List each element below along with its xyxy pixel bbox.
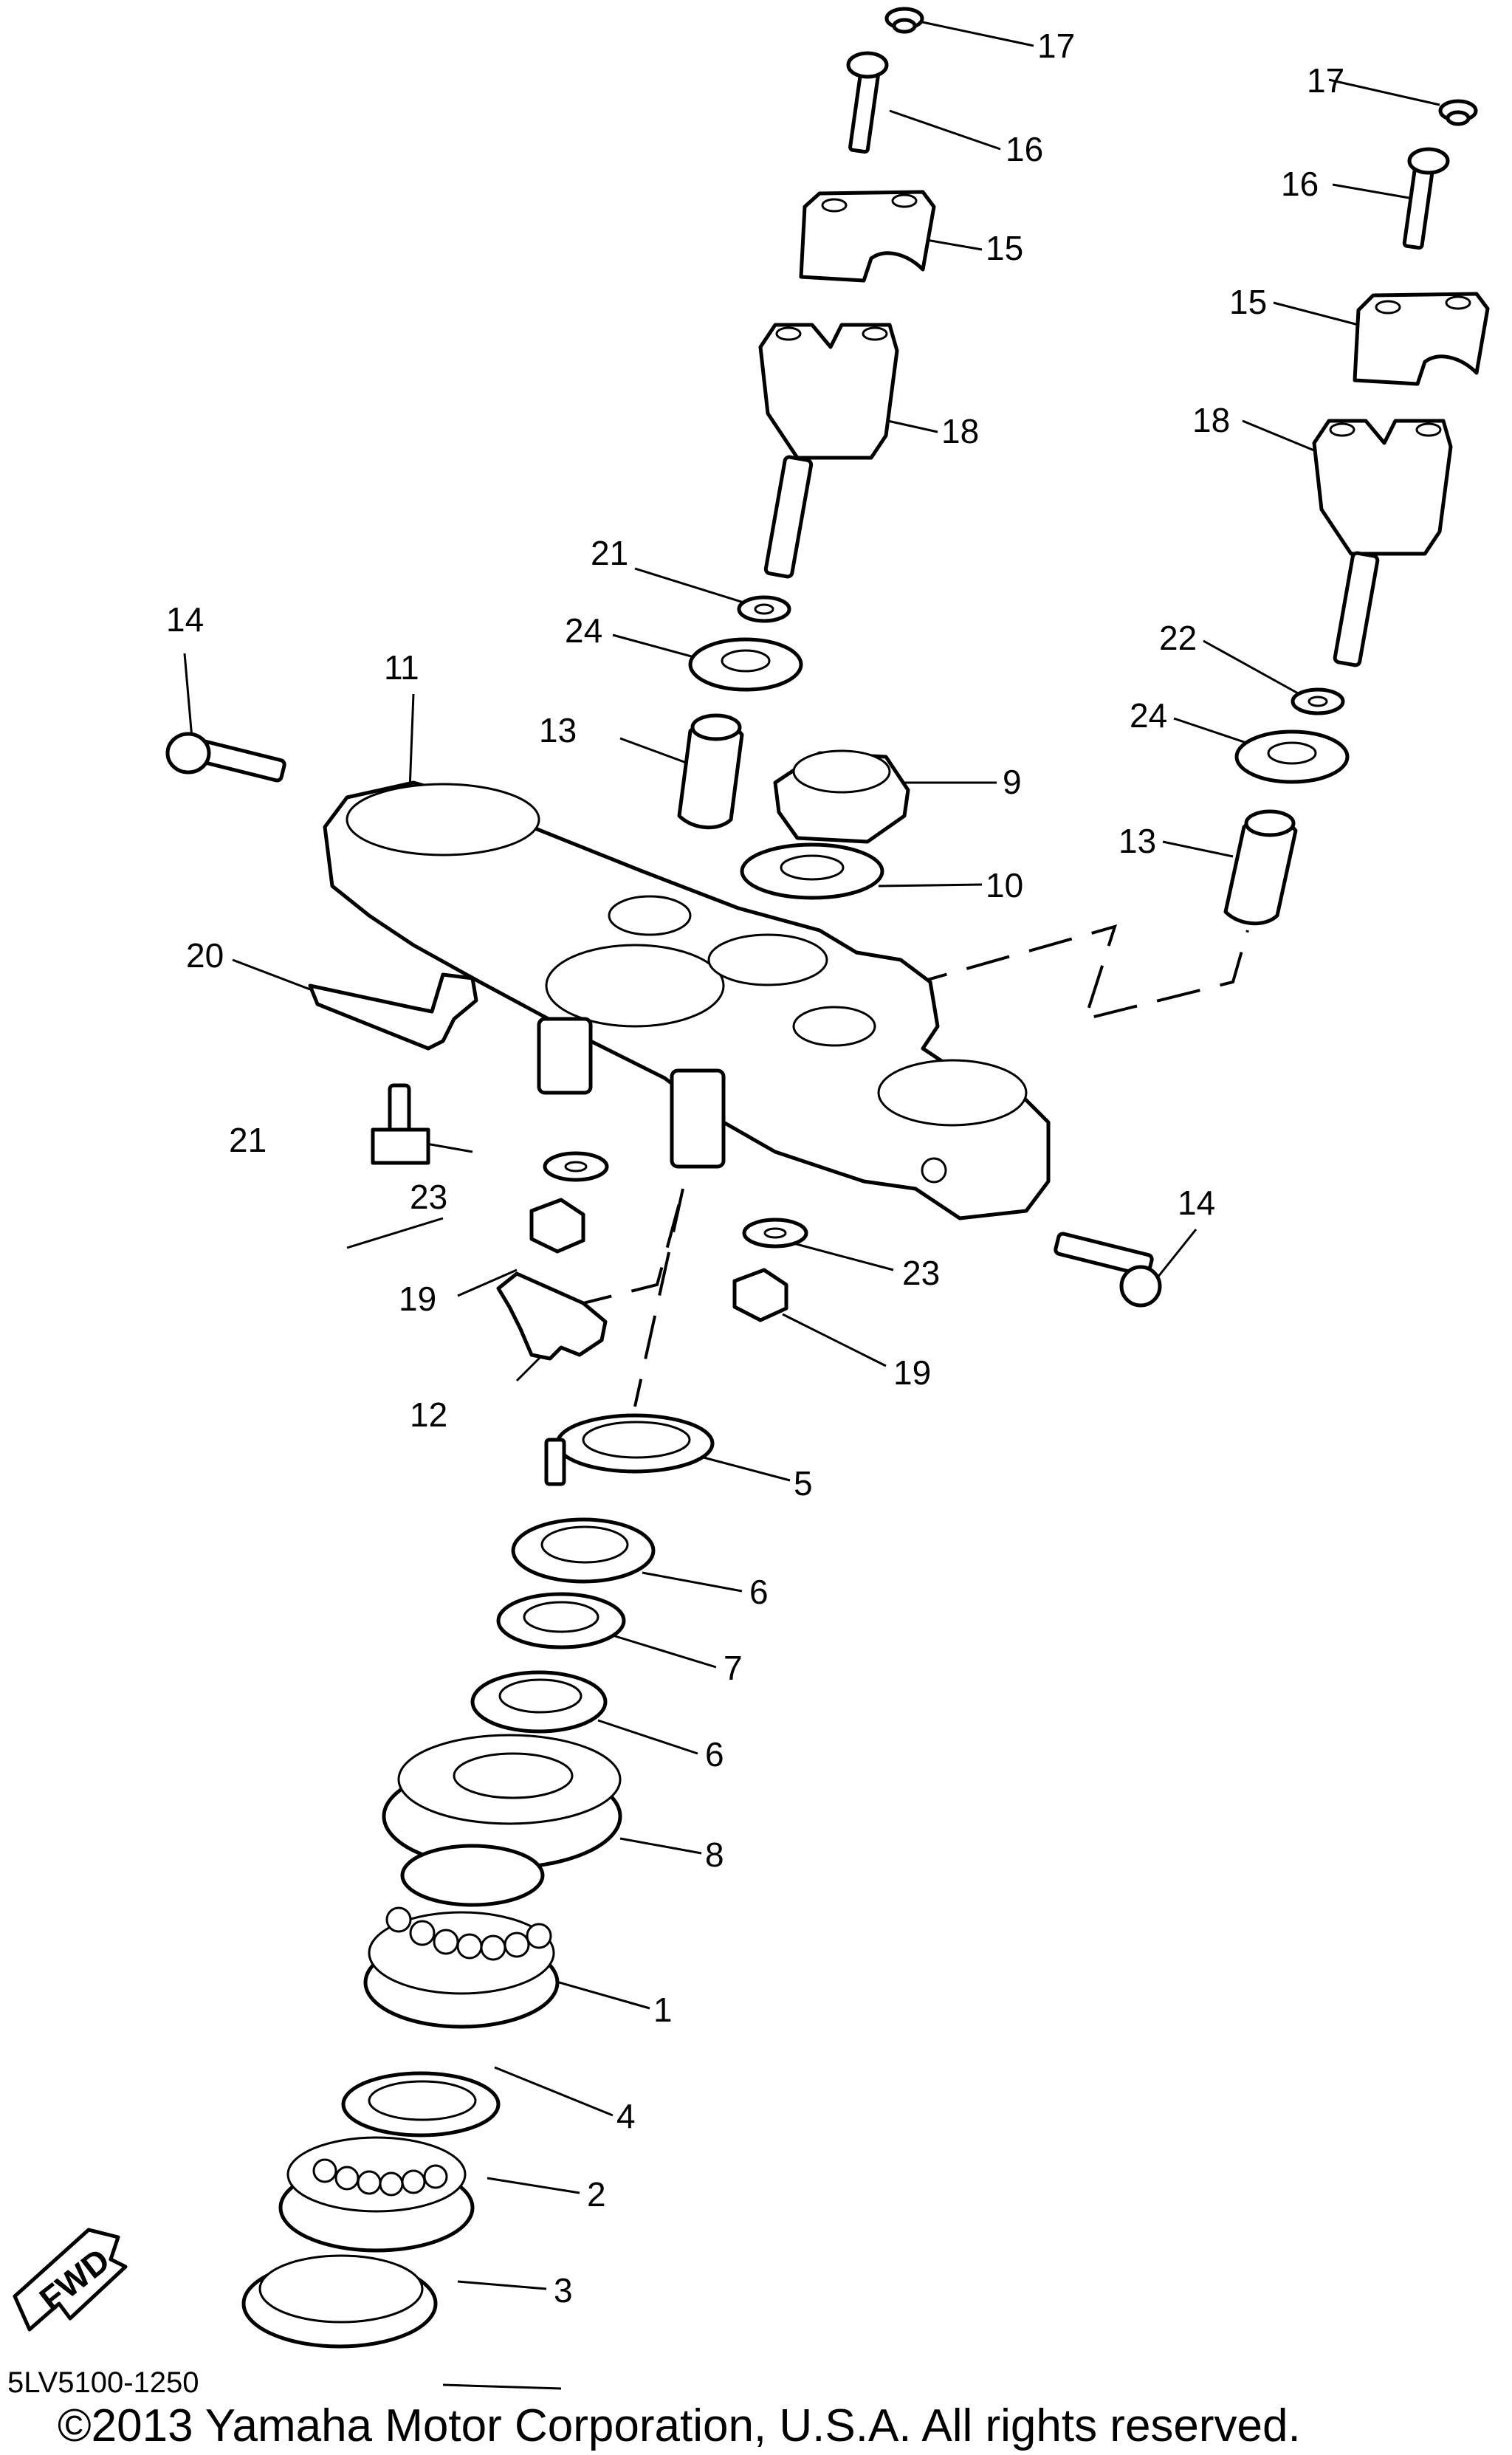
callout-8: 8 bbox=[705, 1836, 724, 1874]
part-15-upper-holder-left bbox=[799, 190, 936, 283]
part-6-ring-nut-lower bbox=[470, 1670, 608, 1734]
callout-23: 23 bbox=[902, 1254, 940, 1292]
bearing-balls-lower bbox=[312, 2158, 448, 2197]
callout-11: 11 bbox=[384, 648, 419, 687]
callout-4: 4 bbox=[616, 2097, 636, 2135]
part-15-upper-holder-right bbox=[1353, 292, 1490, 386]
part-20-cable-bracket bbox=[308, 972, 478, 1051]
callout-7: 7 bbox=[724, 1649, 743, 1687]
part-24-spacer-right bbox=[1234, 729, 1350, 784]
callout-16: 16 bbox=[1281, 165, 1319, 203]
callout-17: 17 bbox=[1307, 61, 1344, 100]
part-23-washer-left bbox=[543, 1151, 609, 1182]
callout-12: 12 bbox=[410, 1395, 447, 1434]
callout-15: 15 bbox=[1229, 283, 1267, 321]
callout-3: 3 bbox=[554, 2271, 573, 2310]
part-2-lower-bearing bbox=[278, 2136, 475, 2253]
callout-14: 14 bbox=[1178, 1184, 1215, 1222]
part-14-bolt-right bbox=[1054, 1232, 1162, 1308]
part-1-upper-bearing bbox=[363, 1844, 560, 2029]
part-9-steering-nut bbox=[773, 749, 910, 844]
part-21-bolt bbox=[371, 1083, 430, 1165]
part-19-nut-right bbox=[732, 1268, 788, 1322]
part-16-bolt-left bbox=[846, 51, 889, 154]
callout-18: 18 bbox=[1192, 401, 1230, 439]
part-3-bearing-race bbox=[241, 2254, 438, 2349]
callout-10: 10 bbox=[986, 866, 1023, 904]
part-18-lower-holder-right bbox=[1312, 419, 1453, 667]
copyright-notice: ©2013 Yamaha Motor Corporation, U.S.A. A… bbox=[58, 2400, 1301, 2451]
callout-19: 19 bbox=[893, 1353, 931, 1392]
callout-21: 21 bbox=[591, 534, 628, 572]
callout-18: 18 bbox=[941, 412, 979, 450]
part-23-washer-right bbox=[742, 1218, 808, 1249]
callout-labels: 17 16 15 18 21 24 14 11 13 9 10 20 21 23… bbox=[166, 27, 1344, 2310]
callout-2: 2 bbox=[587, 2175, 606, 2214]
diagram-code: 5LV5100-1250 bbox=[7, 2366, 199, 2399]
callout-13: 13 bbox=[539, 711, 577, 749]
fwd-arrow-icon: FWD bbox=[13, 2228, 128, 2332]
callout-24: 24 bbox=[565, 611, 602, 650]
part-22-washer bbox=[1291, 687, 1345, 715]
part-10-washer bbox=[740, 842, 884, 900]
part-12-plate bbox=[496, 1271, 608, 1361]
callout-15: 15 bbox=[986, 229, 1023, 267]
part-13-damper-right bbox=[1223, 809, 1298, 926]
callout-1: 1 bbox=[653, 1991, 673, 2029]
part-16-bolt-right bbox=[1402, 147, 1450, 250]
part-24-spacer-left bbox=[688, 637, 803, 692]
part-21-washer-left bbox=[737, 595, 791, 623]
part-14-bolt-left bbox=[165, 732, 286, 783]
part-19-nut-left bbox=[529, 1198, 585, 1254]
callout-13: 13 bbox=[1118, 822, 1156, 860]
callout-24: 24 bbox=[1130, 696, 1167, 735]
part-5-lock-washer bbox=[544, 1413, 715, 1486]
part-11-upper-bracket bbox=[323, 780, 1051, 1220]
part-17-cap-right bbox=[1438, 99, 1478, 126]
part-6-ring-nut-upper bbox=[511, 1517, 656, 1584]
callout-6: 6 bbox=[705, 1735, 724, 1774]
callout-21: 21 bbox=[229, 1121, 267, 1159]
part-13-damper-left bbox=[677, 713, 744, 830]
callout-9: 9 bbox=[1003, 763, 1022, 801]
callout-17: 17 bbox=[1037, 27, 1075, 65]
callout-22: 22 bbox=[1159, 619, 1197, 657]
part-17-cap-left bbox=[884, 7, 924, 34]
part-7-washer bbox=[496, 1592, 626, 1649]
callout-19: 19 bbox=[399, 1280, 436, 1318]
callout-14: 14 bbox=[166, 600, 204, 639]
leader-lines bbox=[183, 19, 1440, 2390]
callout-20: 20 bbox=[186, 936, 224, 975]
part-4-seal-ring bbox=[341, 2071, 501, 2138]
assembly-lines bbox=[568, 924, 1249, 1407]
callout-16: 16 bbox=[1006, 130, 1043, 168]
bearing-balls-upper bbox=[385, 1906, 552, 1961]
callout-5: 5 bbox=[794, 1464, 813, 1503]
callout-6: 6 bbox=[749, 1573, 769, 1611]
callout-23: 23 bbox=[410, 1178, 447, 1216]
part-18-lower-holder-left bbox=[758, 323, 899, 579]
